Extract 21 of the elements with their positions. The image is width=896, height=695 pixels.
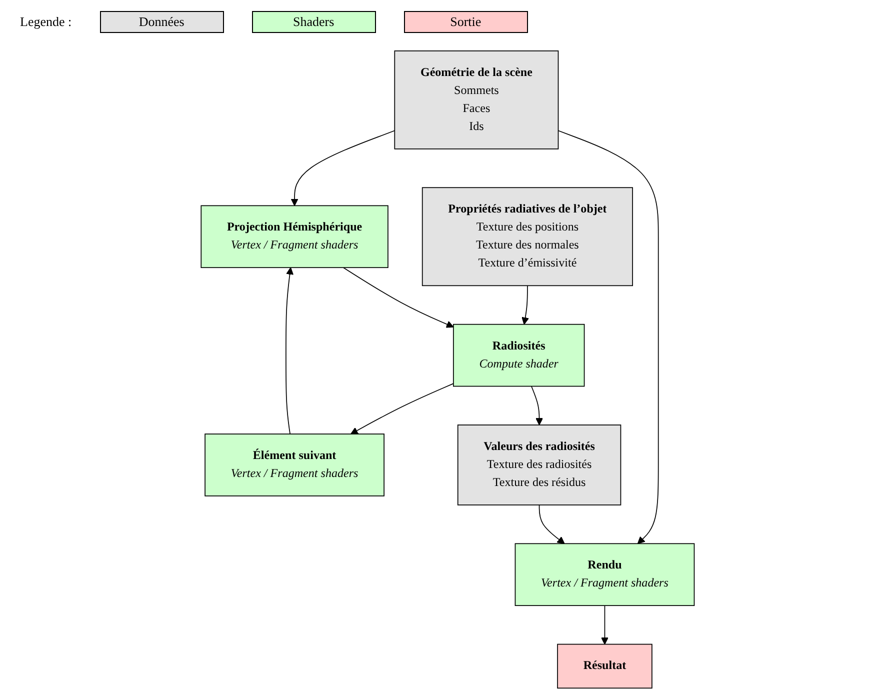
legend-swatch: Sortie (404, 11, 528, 33)
arrow (539, 504, 566, 544)
legend-swatch: Données (100, 11, 224, 33)
arrow (291, 130, 396, 206)
node-box: Propriétés radiatives de l’objet Texture des positions Texture des normales Texture d’émissivité (422, 187, 634, 286)
node-box: Rendu Vertex / Fragment shaders (515, 543, 695, 606)
legend-swatch: Shaders (252, 11, 376, 33)
node-box: Radiosités Compute shader (453, 324, 586, 387)
node-box: Géométrie de la scène Sommets Faces Ids (394, 50, 559, 150)
arrow (522, 285, 530, 325)
arrow (350, 383, 454, 434)
arrow (343, 267, 454, 328)
arrow (558, 130, 660, 544)
node-box: Élément suivant Vertex / Fragment shaders (204, 434, 385, 496)
arrow (286, 267, 294, 434)
arrow (601, 605, 609, 645)
legend-title: Legende : (20, 14, 72, 30)
node-box: Projection Hémisphérique Vertex / Fragment shaders (201, 205, 389, 268)
arrow (531, 386, 544, 426)
node-box: Résultat (557, 644, 653, 689)
node-box: Valeurs des radiosités Texture des radiosités Texture des résidus (458, 424, 622, 506)
